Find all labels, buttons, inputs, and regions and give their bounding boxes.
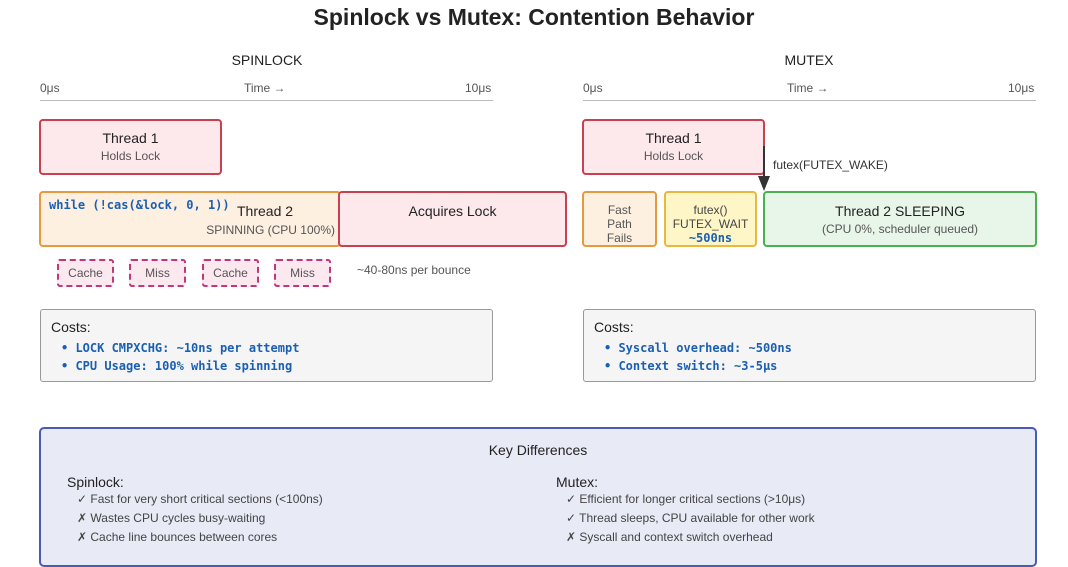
cost-item: • Syscall overhead: ~500ns [604, 341, 792, 355]
thread1-title: Thread 1 [645, 130, 702, 146]
summary-item: ✓ Thread sleeps, CPU available for other… [566, 511, 815, 525]
spinlock-axis-start: 0μs [40, 81, 60, 95]
costs-heading: Costs: [594, 319, 634, 335]
fast-path-text: Fails [606, 231, 633, 245]
spinlock-summary: Spinlock: ✓ Fast for very short critical… [67, 474, 323, 547]
mutex-axis-start: 0μs [583, 81, 603, 95]
mutex-thread1-box: Thread 1 Holds Lock [582, 119, 765, 175]
mutex-summary: Mutex: ✓ Efficient for longer critical s… [556, 474, 815, 547]
cost-item: • LOCK CMPXCHG: ~10ns per attempt [61, 341, 300, 355]
thread1-sub: Holds Lock [100, 149, 161, 163]
acquires-lock-box: Acquires Lock [338, 191, 567, 247]
cache-box: Cache [57, 259, 114, 287]
spinlock-costs-box: Costs: • LOCK CMPXCHG: ~10ns per attempt… [40, 309, 493, 382]
fast-path-text: Path [607, 217, 632, 231]
summary-item: ✓ Efficient for longer critical sections… [566, 492, 806, 506]
sleeping-title: Thread 2 SLEEPING [835, 203, 965, 219]
page-title: Spinlock vs Mutex: Contention Behavior [313, 4, 755, 30]
bounce-note: ~40-80ns per bounce [357, 263, 471, 277]
spinlock-time-axis [40, 100, 493, 101]
sleeping-sub: (CPU 0%, scheduler queued) [821, 222, 979, 236]
mutex-heading: MUTEX [784, 52, 834, 68]
cost-item: • Context switch: ~3-5μs [604, 359, 778, 373]
spinlock-thread2-box: while (!cas(&lock, 0, 1)) Thread 2 SPINN… [39, 191, 341, 247]
summary-item: ✗ Syscall and context switch overhead [566, 530, 773, 544]
summary-item: ✓ Fast for very short critical sections … [77, 492, 323, 506]
wake-arrow-icon [758, 146, 770, 191]
fast-path-text: Fast [607, 203, 632, 217]
mutex-axis-label: Time → [787, 81, 829, 95]
costs-heading: Costs: [51, 319, 91, 335]
miss-box: Miss [129, 259, 186, 287]
fast-path-box: Fast Path Fails [582, 191, 657, 247]
key-differences-panel: Key Differences Spinlock: ✓ Fast for ver… [39, 427, 1037, 567]
thread2-sleeping-box: Thread 2 SLEEPING (CPU 0%, scheduler que… [763, 191, 1037, 247]
acquires-lock-label: Acquires Lock [408, 203, 497, 219]
summary-item: ✗ Cache line bounces between cores [77, 530, 278, 544]
spinlock-thread1-box: Thread 1 Holds Lock [39, 119, 222, 175]
cost-item: • CPU Usage: 100% while spinning [61, 359, 293, 373]
thread2-sub: SPINNING (CPU 100%) [206, 223, 335, 237]
thread1-sub: Holds Lock [643, 149, 704, 163]
futex-wait-box: futex() FUTEX_WAIT ~500ns [664, 191, 757, 247]
cas-loop-code: while (!cas(&lock, 0, 1)) [49, 198, 230, 212]
miss-box: Miss [274, 259, 331, 287]
mutex-axis-end: 10μs [1008, 81, 1035, 95]
summary-heading: Spinlock: [67, 474, 124, 490]
thread1-title: Thread 1 [102, 130, 159, 146]
futex-wait-cost: ~500ns [688, 231, 733, 245]
futex-wake-label: futex(FUTEX_WAKE) [773, 158, 888, 172]
futex-call: futex() [693, 203, 728, 217]
spinlock-axis-end: 10μs [465, 81, 492, 95]
summary-heading: Mutex: [556, 474, 599, 490]
key-differences-heading: Key Differences [488, 442, 588, 458]
summary-item: ✗ Wastes CPU cycles busy-waiting [77, 511, 266, 525]
thread2-title: Thread 2 [237, 203, 294, 219]
mutex-costs-box: Costs: • Syscall overhead: ~500ns • Cont… [583, 309, 1036, 382]
cache-box: Cache [202, 259, 259, 287]
mutex-time-axis [583, 100, 1036, 101]
futex-wait-label: FUTEX_WAIT [672, 217, 749, 231]
spinlock-heading: SPINLOCK [231, 52, 303, 68]
spinlock-axis-label: Time → [244, 81, 286, 95]
